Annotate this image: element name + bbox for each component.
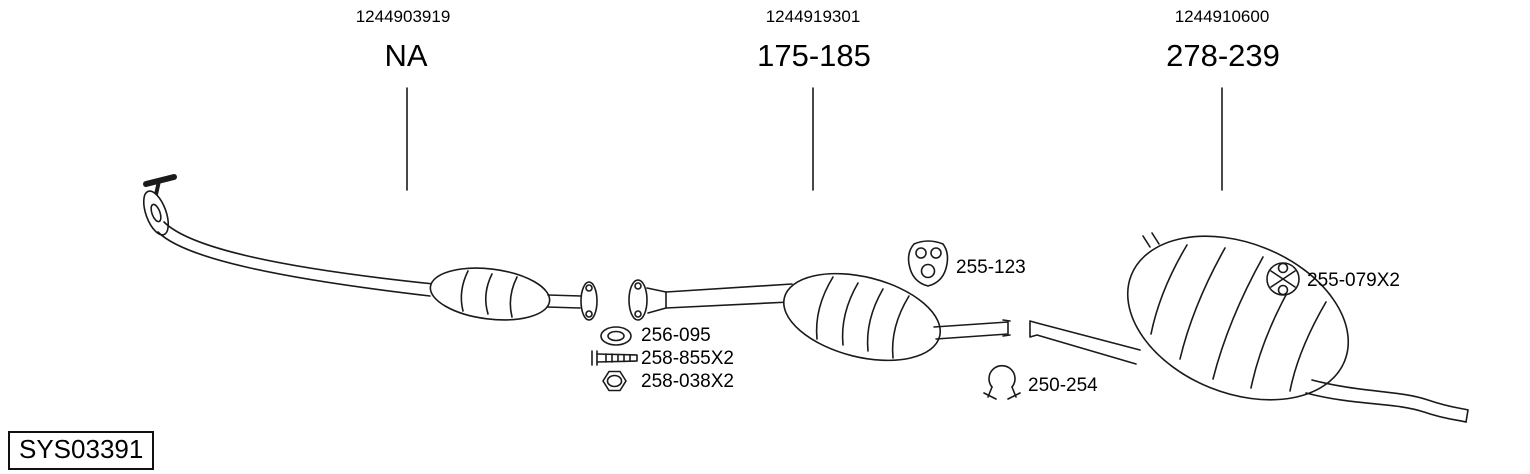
range-front: NA [384,38,428,73]
flange-joint-drawing [580,279,793,321]
front-resonator-drawing [429,267,582,321]
rubber-hanger-mid-icon [907,240,949,287]
system-id-label: SYS03391 [19,434,144,464]
middle-muffler-drawing [782,272,1011,362]
callout-hanger-mid: 255-123 [956,257,1026,278]
system-id-box: SYS03391 [8,431,155,470]
nut-icon [602,370,627,392]
front-pipe-drawing [142,174,435,297]
callout-clamp: 250-254 [1028,375,1098,396]
bolt-icon [591,350,638,366]
callout-gasket: 256-095 [641,325,711,346]
oe-number-rear: 1244910600 [1174,7,1270,26]
range-rear: 278-239 [1166,38,1280,73]
clamp-icon [983,364,1021,400]
oe-number-middle: 1244919301 [765,7,861,26]
oe-number-front: 1244903919 [355,7,451,26]
callout-hanger-rear: 255-079X2 [1307,270,1400,291]
tailpipe-drawing [1305,379,1469,423]
leader-lines [406,87,1223,191]
callout-nut: 258-038X2 [641,371,734,392]
callout-bolt: 258-855X2 [641,348,734,369]
gasket-icon [600,326,632,346]
rubber-hanger-rear-icon [1266,262,1300,296]
range-middle: 175-185 [757,38,871,73]
